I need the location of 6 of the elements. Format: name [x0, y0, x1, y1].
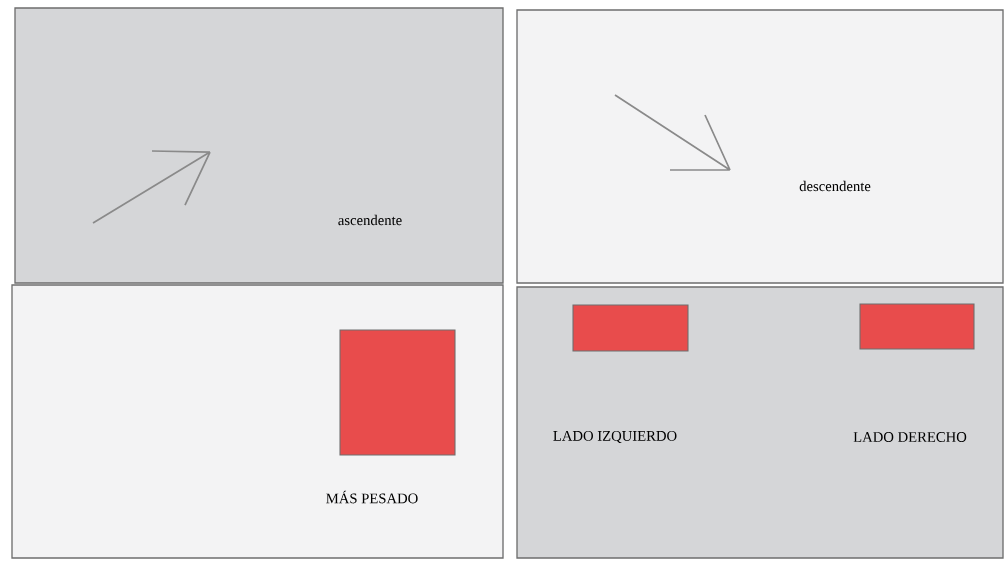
panel: descendente — [516, 9, 1004, 284]
block — [339, 329, 456, 456]
panel: LADO IZQUIERDO LADO DERECHO — [516, 286, 1004, 559]
block — [572, 304, 689, 352]
block — [859, 303, 975, 350]
panel: ascendente — [14, 7, 504, 284]
